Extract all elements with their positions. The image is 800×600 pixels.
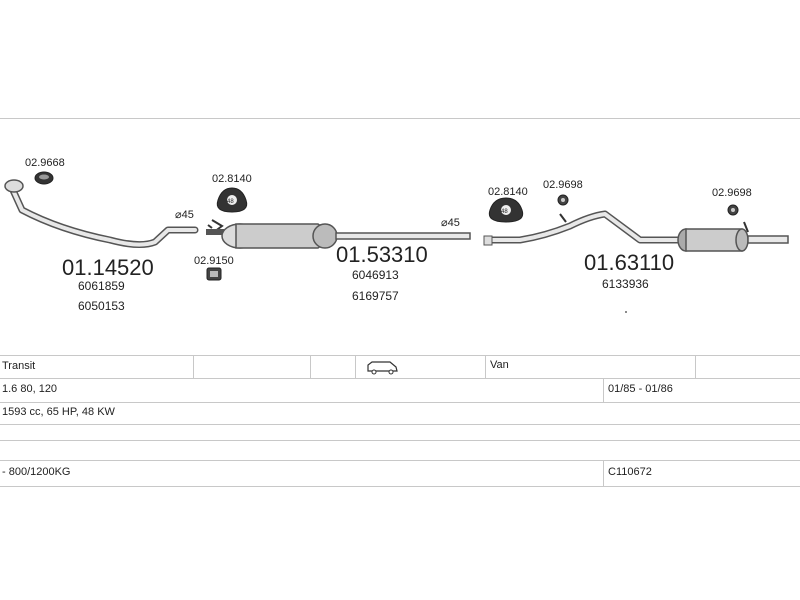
diagram-top-border <box>0 118 800 119</box>
table-divider <box>193 355 194 378</box>
table-divider <box>355 355 356 378</box>
hanger-left-label: 02.8140 <box>212 173 252 185</box>
clamp-left-label: 02.9150 <box>194 255 234 267</box>
hanger-right-label: 02.8140 <box>488 186 528 198</box>
hanger-icon[interactable]: 48 <box>488 197 524 223</box>
gasket-label: 02.9668 <box>25 157 65 169</box>
gasket-icon[interactable] <box>34 171 54 185</box>
table-divider <box>603 378 604 402</box>
body-type: Van <box>490 359 509 371</box>
front-pipe-ref-2: 6050153 <box>78 299 125 313</box>
van-icon <box>367 361 398 375</box>
table-line <box>0 424 800 425</box>
diameter-left-label: ⌀45 <box>175 209 194 221</box>
catalog-code: C110672 <box>608 466 652 478</box>
table-line <box>0 378 800 379</box>
middle-silencer-ref-1: 6046913 <box>352 268 399 282</box>
years: 01/85 - 01/86 <box>608 383 673 395</box>
payload: - 800/1200KG <box>2 466 71 478</box>
svg-text:48: 48 <box>227 199 234 205</box>
clamp-right-label: 02.9698 <box>712 187 752 199</box>
front-pipe[interactable] <box>4 179 199 249</box>
table-line <box>0 440 800 441</box>
vehicle-model: Transit <box>2 360 36 372</box>
svg-text:48: 48 <box>501 209 508 215</box>
clamp-mid-label: 02.9698 <box>543 179 583 191</box>
table-divider <box>485 355 486 378</box>
table-line <box>0 486 800 487</box>
diameter-right-label: ⌀45 <box>441 217 460 229</box>
table-line <box>0 402 800 403</box>
engine-specs: 1593 cc, 65 HP, 48 KW <box>2 406 115 418</box>
middle-silencer[interactable] <box>206 223 471 249</box>
front-pipe-number: 01.14520 <box>62 255 154 280</box>
engine: 1.6 80, 120 <box>2 383 58 395</box>
hanger-icon[interactable]: 48 <box>216 187 248 213</box>
middle-silencer-number: 01.53310 <box>336 242 428 267</box>
table-line <box>0 460 800 461</box>
table-divider <box>695 355 696 378</box>
clamp-right-icon[interactable] <box>727 204 749 233</box>
middle-silencer-ref-2: 6169757 <box>352 289 399 303</box>
dot-mark <box>625 311 627 313</box>
front-pipe-ref-1: 6061859 <box>78 279 125 293</box>
table-divider <box>603 460 604 486</box>
clamp-mid-icon[interactable] <box>557 194 569 223</box>
table-divider <box>310 355 311 378</box>
rear-silencer-number: 01.63110 <box>584 250 674 275</box>
table-line <box>0 355 800 356</box>
rear-silencer[interactable] <box>483 210 789 252</box>
clamp-left-small-icon <box>206 267 222 281</box>
rear-silencer-ref-1: 6133936 <box>602 277 649 291</box>
flange-icon <box>4 179 24 193</box>
